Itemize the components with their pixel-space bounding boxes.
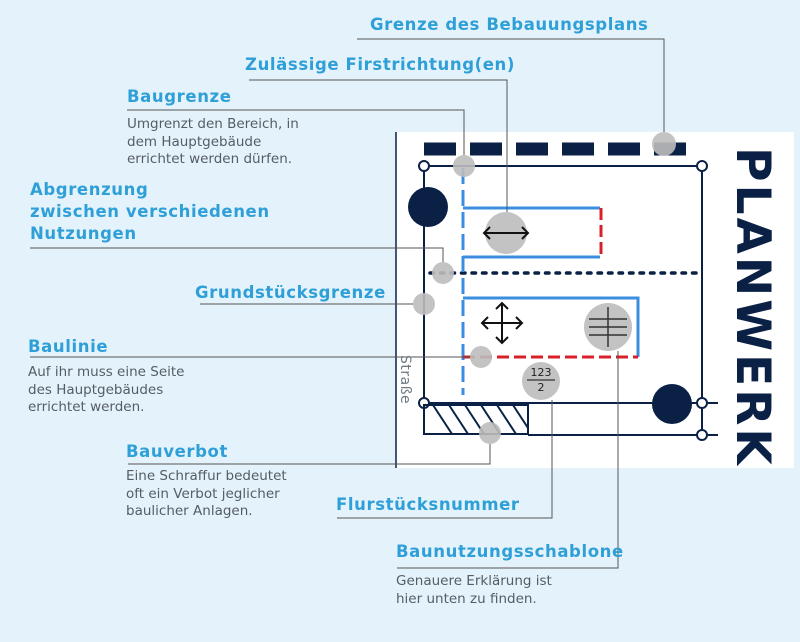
leader-line	[249, 79, 508, 212]
desc-line: errichtet werden.	[28, 399, 145, 415]
parcel-number-bottom: 2	[537, 381, 545, 394]
marker-circle	[470, 346, 492, 368]
leader-line	[357, 38, 665, 132]
label-abgrenzung: Abgrenzung zwischen verschiedenen Nutzun…	[30, 179, 270, 245]
boundary-marker-dot	[408, 187, 448, 227]
desc-line: Umgrenzt den Bereich, in	[127, 116, 299, 132]
parcel-corner	[696, 429, 708, 441]
label-baunutzungsschablone: Baunutzungsschablone	[396, 542, 624, 561]
label-baulinie: Baulinie	[28, 337, 109, 356]
hatch-line	[448, 404, 469, 435]
parcel-number-top: 123	[530, 366, 552, 379]
label-firstrichtung: Zulässige Firstrichtung(en)	[245, 55, 516, 74]
label-line: Abgrenzung	[30, 180, 149, 199]
ridge-direction-arrow-icon	[482, 226, 530, 240]
leader-line	[30, 247, 444, 262]
parcel-corner	[696, 160, 708, 172]
desc-baulinie: Auf ihr muss eine Seite des Hauptgebäude…	[28, 364, 184, 417]
desc-baugrenze: Umgrenzt den Bereich, in dem Hauptgebäud…	[127, 116, 299, 169]
bauverbot-hatch	[423, 404, 529, 435]
marker-circle	[432, 262, 454, 284]
desc-line: Auf ihr muss eine Seite	[28, 364, 185, 380]
label-grundstuecksgrenze: Grundstücksgrenze	[195, 283, 386, 302]
marker-circle	[652, 132, 676, 156]
label-bauverbot: Bauverbot	[126, 442, 228, 461]
leader-line	[128, 444, 491, 465]
planwerk-logo: PLANWERK	[725, 147, 780, 468]
hatch-line	[496, 404, 517, 435]
desc-bauverbot: Eine Schraffur bedeutet oft ein Verbot j…	[126, 468, 287, 521]
desc-line: oft ein Verbot jeglicher	[126, 485, 280, 502]
desc-line: Genauere Erklärung ist	[396, 573, 552, 589]
baugrenze-lower	[463, 296, 640, 357]
desc-line: des Hauptgebäudes	[28, 381, 164, 398]
label-grenze-bebauungsplan: Grenze des Bebauungsplans	[370, 15, 649, 34]
desc-line: baulicher Anlagen.	[126, 503, 253, 519]
hatch-line	[432, 404, 453, 435]
marker-circle	[453, 155, 475, 177]
desc-line: Eine Schraffur bedeutet	[126, 468, 287, 484]
desc-line: errichtet werden dürfen.	[127, 151, 293, 167]
street-label: Straße	[397, 355, 413, 405]
label-line: Nutzungen	[30, 224, 137, 243]
usage-template-icon	[589, 307, 627, 347]
marker-circle	[479, 422, 501, 444]
marker-circle	[413, 293, 435, 315]
ridge-direction-cross-icon	[480, 301, 524, 345]
hatch-line	[512, 404, 529, 429]
label-line: zwischen verschiedenen	[30, 202, 270, 221]
leader-line	[397, 351, 619, 569]
desc-baunutzungsschablone: Genauere Erklärung ist hier unten zu fin…	[396, 573, 552, 608]
label-flurstuecksnummer: Flurstücksnummer	[336, 495, 520, 514]
parcel-corner	[696, 397, 708, 409]
leader-line	[337, 400, 553, 519]
leader-line	[127, 109, 465, 155]
marker-circle	[522, 362, 560, 400]
desc-line: dem Hauptgebäude	[127, 133, 262, 150]
desc-line: hier unten zu finden.	[396, 590, 537, 607]
parcel-corner	[418, 160, 430, 172]
label-baugrenze: Baugrenze	[127, 87, 232, 106]
boundary-marker-dot	[652, 384, 692, 424]
